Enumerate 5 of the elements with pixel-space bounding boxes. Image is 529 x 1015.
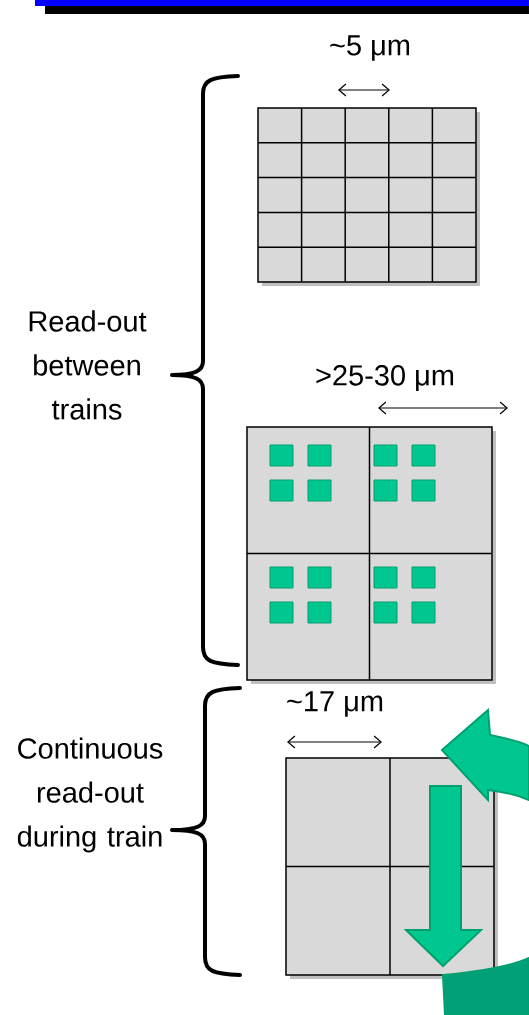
dimension-label: ~17 μm xyxy=(287,691,383,717)
dimension-label: >25-30 μm xyxy=(316,365,454,391)
brace-label: Continuous read-out during train xyxy=(17,737,163,853)
dimension-label: ~5 μm xyxy=(330,35,410,61)
brace-label: Read-out between trains xyxy=(29,310,147,420)
